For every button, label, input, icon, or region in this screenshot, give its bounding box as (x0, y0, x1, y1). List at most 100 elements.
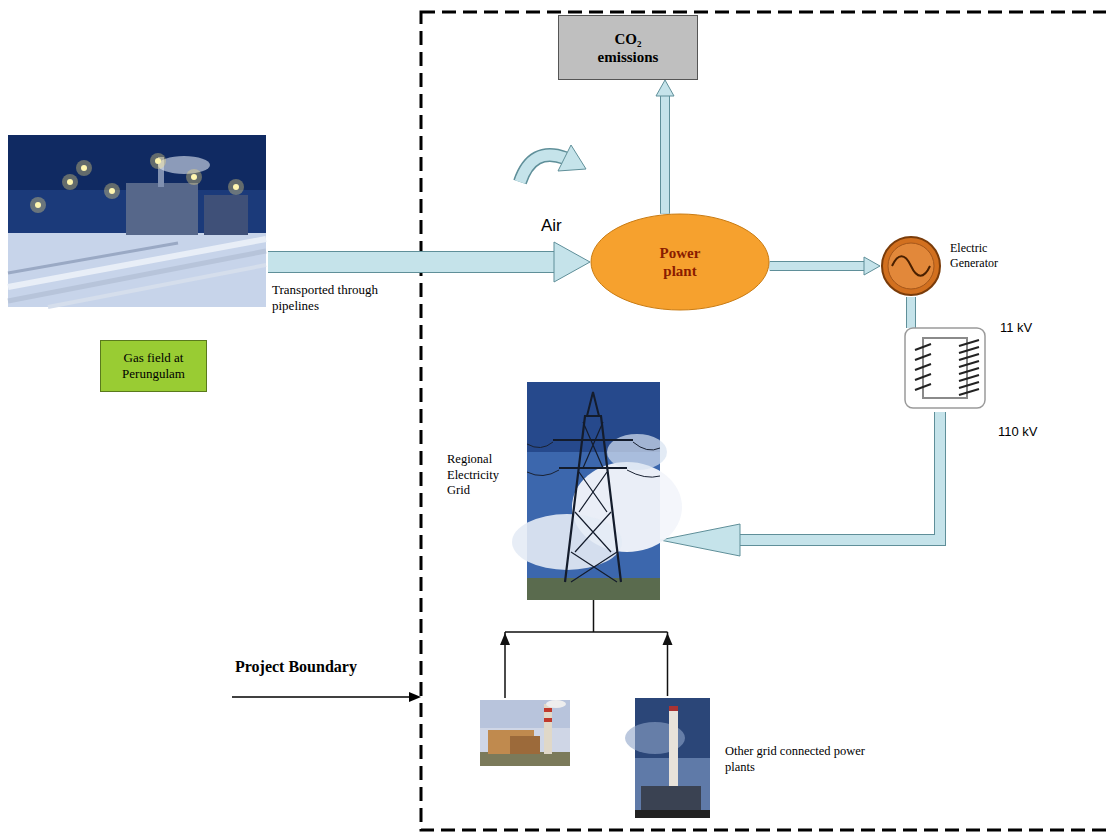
plant-photo (635, 698, 710, 818)
pipeline (48, 265, 266, 307)
voltage-label: 11 kV (1000, 320, 1032, 335)
light-glow (104, 183, 120, 199)
power-plant-shape (591, 214, 769, 310)
light (67, 179, 73, 185)
light (155, 158, 161, 164)
generator-disc (888, 243, 934, 289)
ground (527, 578, 660, 600)
grid-node: Regional Electricity Grid (527, 382, 660, 600)
transformer-node: 11 kV110 kV (903, 320, 987, 412)
tower-arms (553, 392, 633, 468)
secondary-coil (959, 382, 979, 388)
air-arrow-head (558, 145, 586, 171)
label-box: Gas field at Perungulam (100, 340, 207, 392)
light (35, 202, 41, 208)
plant-building (204, 195, 248, 235)
light-glow (30, 197, 46, 213)
arrow-shaft-outline (906, 297, 916, 328)
sine-wave (892, 256, 930, 276)
sky (480, 700, 570, 728)
ground (635, 810, 710, 818)
generator-disc (882, 237, 940, 295)
emissions-box: CO₂ emissions (558, 15, 698, 80)
node-label: Electric Generator (950, 241, 1032, 271)
arrow-head (663, 633, 673, 645)
plant-building (510, 736, 540, 754)
connector (656, 80, 674, 214)
plant-building (641, 786, 701, 812)
grid-tower-photo (527, 382, 660, 600)
project-boundary-line (421, 12, 1106, 830)
air-arrow (520, 155, 565, 182)
transformer-symbol (903, 320, 987, 412)
generator-circle: Electric Generator (880, 235, 942, 297)
light-glow (228, 179, 244, 195)
chimney-band (544, 718, 552, 722)
light-glow (150, 153, 166, 169)
secondary-coil (959, 361, 979, 367)
connector (660, 412, 940, 556)
bracket-line (505, 600, 668, 698)
light (191, 174, 197, 180)
arrow-head (864, 257, 880, 275)
light-glow (186, 169, 202, 185)
arrow-shaft (770, 262, 865, 270)
light-glow (76, 160, 92, 176)
pipeline (8, 251, 266, 301)
pipeline (8, 239, 266, 287)
ground (480, 752, 570, 766)
primary-coil (915, 364, 931, 370)
air-label: Air (541, 216, 562, 236)
plant-building (126, 183, 198, 235)
arrow-shaft-outline (739, 412, 940, 540)
node-label: Power plant (644, 244, 716, 280)
other-plants-node: Other grid connected power plants (478, 698, 712, 820)
secondary-coil (959, 347, 979, 353)
chimney-band (544, 708, 552, 712)
arrow-shaft (661, 95, 669, 214)
node-label: Regional Electricity Grid (447, 452, 521, 499)
generator-symbol (880, 235, 942, 297)
secondary-coil (959, 340, 979, 346)
chimney (669, 706, 678, 798)
transformer-core (923, 338, 967, 398)
secondary-coil (959, 375, 979, 381)
night-sky (8, 135, 266, 307)
arrow-head (656, 80, 674, 96)
secondary-coil (959, 389, 979, 395)
tower-lattice (571, 422, 617, 582)
light (109, 188, 115, 194)
transformer-case (905, 328, 985, 408)
secondary-coil (959, 368, 979, 374)
primary-coil (915, 344, 931, 350)
ellipse-outline (590, 213, 770, 311)
node-label: CO₂ emissions (586, 30, 670, 66)
light (81, 165, 87, 171)
power-lines (527, 442, 660, 477)
boundary-label: Project Boundary (235, 658, 357, 676)
sky (635, 698, 710, 818)
connector (268, 242, 590, 282)
primary-coil (915, 354, 931, 360)
arrow-head (500, 633, 510, 645)
arrow-shaft-outline (268, 251, 555, 273)
secondary-coil (959, 354, 979, 360)
connector (911, 297, 912, 328)
sky (480, 700, 570, 766)
boundary-pointer (232, 696, 410, 698)
chimney-band (669, 706, 678, 711)
primary-coil (915, 374, 931, 380)
snow-ground (8, 233, 266, 307)
plant-photo (480, 700, 570, 766)
arrow-shaft (739, 412, 940, 540)
node-label: Other grid connected power plants (725, 744, 875, 775)
arrow-shaft-outline (770, 261, 865, 271)
primary-coil (915, 384, 931, 390)
power-plant-ellipse: Power plant (590, 213, 770, 311)
smoke (546, 700, 566, 708)
boundary-pointer-head (409, 692, 421, 702)
chimney (544, 704, 552, 754)
air-arrow-outline (520, 155, 565, 182)
arrow-shaft (268, 252, 555, 272)
